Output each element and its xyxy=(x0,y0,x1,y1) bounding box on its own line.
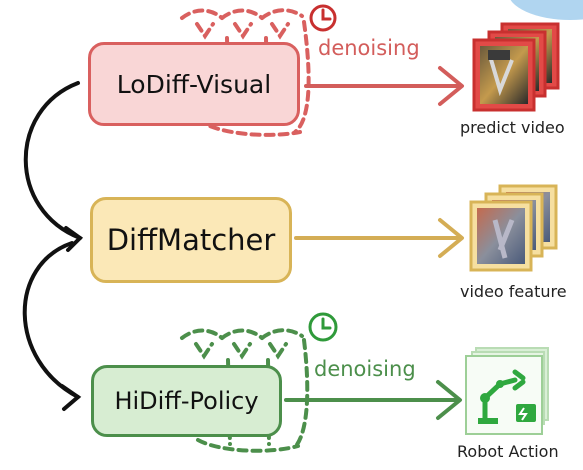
predict-video-caption: predict video xyxy=(460,118,565,137)
diffmatcher-label: DiffMatcher xyxy=(106,223,276,257)
arrowhead-hidiff xyxy=(60,384,82,411)
lodiff-visual-node: LoDiff-Visual xyxy=(88,42,300,126)
top-denoising-label: denoising xyxy=(318,36,420,60)
arrow-to-predict-video xyxy=(304,66,464,106)
bottom-denoising-label: denoising xyxy=(314,357,416,381)
robot-action-caption: Robot Action xyxy=(457,442,559,461)
clock-icon xyxy=(308,312,338,342)
clock-icon xyxy=(309,4,337,32)
arrow-to-robot-action xyxy=(284,380,462,420)
video-feature-caption: video feature xyxy=(460,282,567,301)
arrow-to-video-feature xyxy=(294,218,464,258)
left-connectors xyxy=(22,81,84,411)
video-frames-icon xyxy=(472,22,560,112)
feature-frames-icon xyxy=(469,184,558,272)
diffmatcher-node: DiffMatcher xyxy=(90,197,292,283)
lodiff-visual-label: LoDiff-Visual xyxy=(116,69,272,99)
connector-diffmatcher-to-hidiff xyxy=(22,241,80,399)
hidiff-policy-node: HiDiff-Policy xyxy=(91,365,282,437)
arrowhead-diffmatcher xyxy=(64,226,84,252)
hidiff-policy-label: HiDiff-Policy xyxy=(114,387,259,415)
connector-lodiff-to-diffmatcher xyxy=(23,81,82,240)
robot-arm-icon xyxy=(465,347,549,435)
corner-decoration xyxy=(510,0,583,20)
